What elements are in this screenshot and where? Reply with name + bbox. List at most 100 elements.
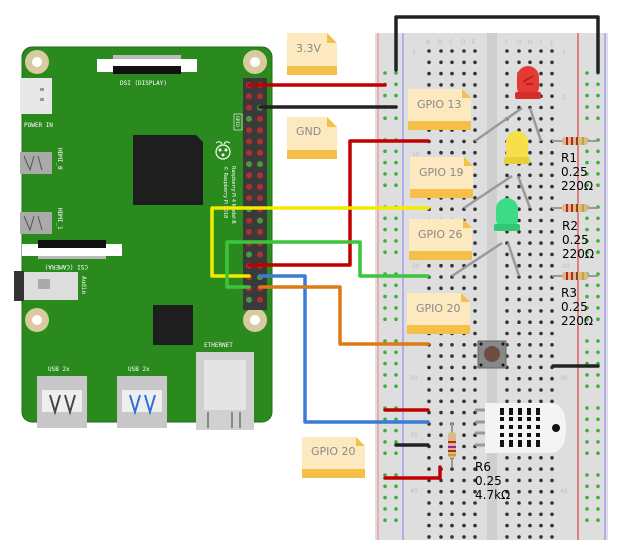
breadboard-hole bbox=[539, 478, 543, 483]
breadboard-hole bbox=[439, 512, 443, 517]
sensor-grille-slot bbox=[536, 417, 540, 421]
note-gpio20-sensor: GPIO 20 bbox=[302, 437, 365, 478]
breadboard-hole bbox=[528, 263, 532, 268]
breadboard-hole bbox=[462, 150, 466, 155]
breadboard-hole bbox=[517, 252, 521, 257]
breadboard-hole bbox=[505, 275, 509, 279]
breadboard-hole bbox=[473, 241, 477, 245]
breadboard-hole bbox=[539, 309, 543, 313]
breadboard-hole bbox=[550, 94, 554, 98]
resistor-r3[interactable] bbox=[552, 272, 598, 280]
rail-hole bbox=[585, 172, 589, 176]
rail-hole bbox=[394, 227, 398, 232]
breadboard-hole bbox=[505, 467, 509, 471]
breadboard-hole bbox=[473, 83, 477, 87]
rail-hole bbox=[585, 406, 589, 410]
breadboard-hole bbox=[550, 230, 554, 234]
breadboard-hole bbox=[539, 331, 543, 336]
resistor-r6[interactable] bbox=[448, 422, 456, 467]
breadboard-hole bbox=[450, 49, 454, 53]
wire-green-gpio26[interactable] bbox=[225, 240, 430, 289]
note-text: GND bbox=[296, 125, 321, 138]
breadboard-hole bbox=[450, 478, 454, 483]
breadboard-hole bbox=[517, 263, 521, 268]
sensor-grille-slot bbox=[518, 440, 522, 447]
breadboard-hole bbox=[550, 150, 554, 155]
r2-value: 220Ω bbox=[562, 247, 594, 261]
audio-label: Audio bbox=[80, 276, 87, 294]
hdmi0-port bbox=[20, 152, 52, 174]
ram-chip bbox=[153, 305, 193, 345]
breadboard-hole bbox=[517, 512, 521, 517]
rail-hole bbox=[383, 250, 387, 254]
dsi-connector bbox=[97, 55, 197, 74]
breadboard-hole bbox=[528, 309, 532, 313]
wire-black-top-gnd[interactable] bbox=[394, 15, 600, 74]
sensor-grille-slot bbox=[536, 440, 540, 447]
gpio-pin bbox=[246, 104, 252, 111]
breadboard-hole bbox=[427, 501, 431, 505]
breadboard-hole bbox=[439, 388, 443, 392]
breadboard-hole bbox=[505, 94, 509, 98]
breadboard-hole bbox=[450, 388, 454, 392]
breadboard-hole bbox=[539, 117, 543, 121]
rail-hole bbox=[383, 183, 387, 187]
breadboard-hole bbox=[517, 343, 521, 347]
breadboard-hole bbox=[427, 286, 431, 291]
breadboard-hole bbox=[517, 184, 521, 189]
breadboard-hole bbox=[450, 501, 454, 505]
breadboard-hole bbox=[473, 297, 477, 302]
resistor-r1[interactable] bbox=[552, 137, 598, 145]
breadboard-hole bbox=[550, 489, 554, 494]
breadboard-hole bbox=[539, 535, 543, 539]
breadboard-hole bbox=[550, 105, 554, 110]
led-red[interactable] bbox=[474, 66, 543, 143]
breadboard-hole bbox=[517, 388, 521, 392]
rail-hole bbox=[394, 495, 398, 500]
col-label: E bbox=[472, 39, 476, 46]
breadboard-hole bbox=[473, 410, 477, 415]
breadboard-hole bbox=[539, 184, 543, 189]
gpio-pin bbox=[246, 183, 252, 190]
rail-hole bbox=[585, 71, 589, 75]
breadboard-hole bbox=[528, 184, 532, 189]
rail-hole bbox=[394, 384, 398, 389]
led-green[interactable] bbox=[451, 198, 521, 278]
breadboard-hole bbox=[427, 523, 431, 528]
breadboard-hole bbox=[550, 241, 554, 245]
rail-hole bbox=[394, 71, 398, 75]
wire-yellow-gpio19[interactable] bbox=[210, 206, 430, 278]
col-label: J bbox=[550, 39, 553, 46]
r6-power: 0.25 bbox=[475, 474, 502, 488]
breadboard-hole bbox=[550, 320, 554, 325]
rail-hole bbox=[383, 306, 387, 310]
r1-label: R1 bbox=[561, 151, 577, 165]
breadboard-hole bbox=[528, 376, 532, 381]
breadboard-hole bbox=[473, 60, 477, 65]
breadboard-hole bbox=[550, 49, 554, 53]
wire-orange-button[interactable] bbox=[258, 285, 430, 346]
breadboard-hole bbox=[517, 286, 521, 291]
push-button[interactable] bbox=[477, 340, 507, 369]
breadboard-hole bbox=[550, 456, 554, 460]
dht-temperature-humidity-sensor[interactable] bbox=[475, 403, 566, 453]
breadboard-hole bbox=[450, 489, 454, 494]
rail-hole bbox=[383, 451, 387, 456]
gpio-pin bbox=[246, 138, 252, 145]
rail-hole bbox=[383, 350, 387, 355]
wire-blue-gpio20[interactable] bbox=[258, 274, 430, 424]
breadboard-hole bbox=[550, 309, 554, 313]
rail-hole bbox=[596, 339, 600, 343]
led-yellow[interactable] bbox=[463, 131, 532, 210]
breadboard-hole bbox=[462, 139, 466, 144]
rail-hole bbox=[394, 428, 398, 433]
resistor-r2[interactable] bbox=[552, 204, 598, 212]
breadboard-hole bbox=[450, 139, 454, 144]
wire-red-gpio13[interactable] bbox=[247, 139, 430, 267]
rail-hole bbox=[394, 361, 398, 366]
breadboard-hole bbox=[505, 399, 509, 404]
gpio-pin bbox=[257, 172, 263, 179]
breadboard-hole bbox=[473, 218, 477, 223]
breadboard-hole bbox=[473, 173, 477, 178]
wire-red-pullup[interactable] bbox=[383, 465, 442, 480]
